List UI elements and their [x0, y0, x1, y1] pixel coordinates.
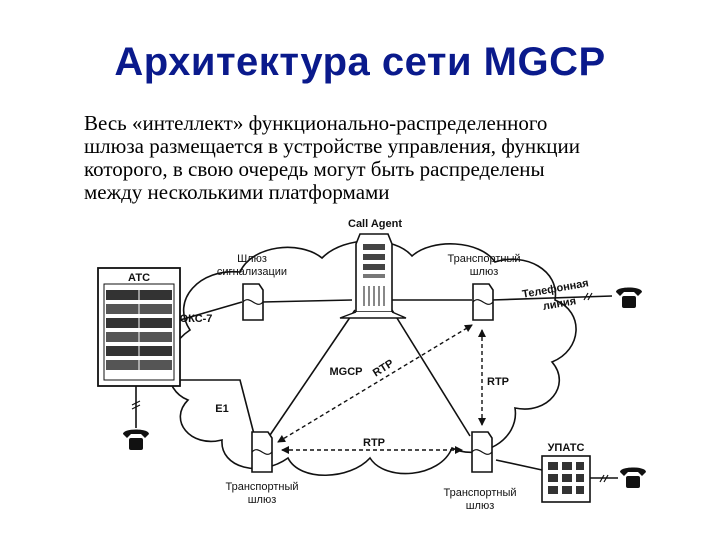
- line-break-mark: [599, 474, 609, 483]
- transport-gateway-top-label: Транспортный: [447, 253, 520, 265]
- description-line: между несколькими платформами: [84, 180, 390, 204]
- transport-gateway-top-label: шлюз: [470, 266, 499, 278]
- call-agent-server: [339, 233, 407, 319]
- transport-gateway-left-label: Транспортный: [225, 481, 298, 493]
- link-ca-tg-right: [391, 309, 471, 437]
- link-tg-phone: [491, 295, 613, 301]
- rtp-vertical-label: RTP: [487, 376, 509, 388]
- description-line: которого, в свою очередь могут быть расп…: [84, 157, 545, 181]
- call-agent-label: Call Agent: [348, 218, 402, 230]
- transport-gateway-right-device: [471, 431, 493, 473]
- transport-gateway-left-device: [251, 431, 273, 473]
- transport-gateway-left-label: шлюз: [248, 494, 277, 506]
- link-ats-sg: [179, 301, 243, 321]
- ip-network-cloud: [167, 240, 577, 476]
- phone-line-label: линия: [542, 295, 577, 313]
- telephone-icon: [123, 429, 149, 450]
- slide-title: Архитектура сети MGCP: [114, 40, 606, 84]
- line-break-mark: [131, 400, 141, 410]
- description-line: шлюза размещается в устройстве управлени…: [84, 134, 581, 158]
- mgcp-label: MGCP: [330, 366, 363, 378]
- upats-pbx: [541, 455, 591, 503]
- link-ca-sg: [261, 299, 353, 303]
- signaling-gateway-device: [242, 283, 264, 321]
- rtp-diagonal-label: RTP: [371, 358, 396, 380]
- signaling-gateway-label: сигнализации: [217, 266, 287, 278]
- transport-gateway-right-label: шлюз: [466, 500, 495, 512]
- signaling-gateway-label: Шлюз: [237, 253, 267, 265]
- okc7-label: ОКС-7: [180, 313, 213, 325]
- link-tg-upats: [495, 459, 543, 471]
- telephone-icon: [616, 287, 642, 308]
- upats-label: УПАТС: [548, 442, 585, 454]
- transport-gateway-right-label: Транспортный: [443, 487, 516, 499]
- ats-label: АТС: [128, 272, 150, 284]
- telephone-icon: [620, 467, 646, 488]
- description-line: Весь «интеллект» функционально-распредел…: [84, 111, 548, 135]
- transport-gateway-top-device: [472, 283, 494, 321]
- rtp-bottom-label: RTP: [363, 437, 385, 449]
- ats-switch: [97, 267, 181, 387]
- rtp-link-diagonal: [277, 324, 473, 443]
- e1-label: E1: [215, 403, 228, 415]
- line-break-mark: [583, 292, 593, 301]
- description: Весь «интеллект» функционально-распредел…: [84, 112, 684, 204]
- link-ats-tg: [180, 379, 256, 439]
